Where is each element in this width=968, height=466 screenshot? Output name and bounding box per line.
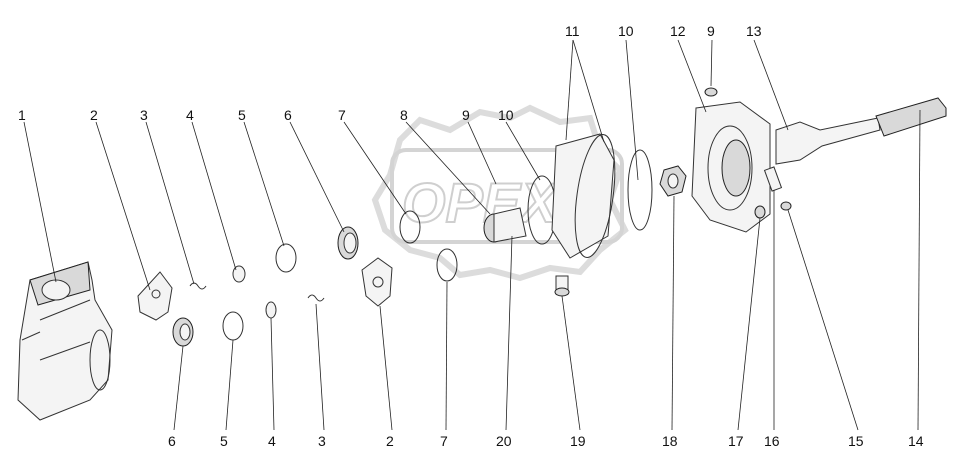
- part-1-housing: [17, 261, 113, 421]
- part-2-plate-left: [137, 271, 173, 321]
- part-13-14-lever: [775, 97, 947, 165]
- part-2-plate-bottom: [361, 257, 393, 307]
- part-6-bushing-top: [337, 226, 359, 260]
- part-12-flange: [691, 101, 771, 233]
- callout-1: 1: [18, 107, 26, 123]
- callout-5-bottom: 5: [220, 433, 228, 449]
- callout-4: 4: [186, 107, 194, 123]
- callout-2: 2: [90, 107, 98, 123]
- callout-16: 16: [764, 433, 780, 449]
- part-11-plates: [551, 133, 653, 259]
- part-4-ring-left: [232, 265, 246, 283]
- part-15-washer: [780, 201, 792, 211]
- part-16-bolt: [763, 166, 783, 192]
- callout-10-right: 10: [618, 23, 634, 39]
- callout-6: 6: [284, 107, 292, 123]
- callout-20: 20: [496, 433, 512, 449]
- part-3-spring-left: [189, 282, 207, 290]
- callout-19: 19: [570, 433, 586, 449]
- callout-9: 9: [462, 107, 470, 123]
- callout-8: 8: [400, 107, 408, 123]
- callout-10: 10: [498, 107, 514, 123]
- part-5-ring-top: [275, 243, 297, 273]
- callout-15: 15: [848, 433, 864, 449]
- callout-11: 11: [565, 23, 580, 39]
- part-9-nut-right: [704, 87, 718, 97]
- part-20-shaft-assembly: [483, 175, 557, 245]
- callout-6-bottom: 6: [168, 433, 176, 449]
- watermark-text: OPEX: [402, 171, 561, 234]
- part-7-snap-ring-bottom: [436, 248, 458, 282]
- part-7-snap-ring-top: [399, 210, 421, 244]
- callout-18: 18: [662, 433, 678, 449]
- callout-12: 12: [670, 23, 686, 39]
- part-17-nut: [754, 205, 766, 219]
- callout-3: 3: [140, 107, 148, 123]
- part-3-spring-bottom: [307, 294, 325, 302]
- part-5-ring-bottom: [222, 311, 244, 341]
- callout-4-bottom: 4: [268, 433, 276, 449]
- callout-7-bottom: 7: [440, 433, 448, 449]
- callout-13: 13: [746, 23, 762, 39]
- part-4-ring-bottom: [265, 301, 277, 319]
- callout-7: 7: [338, 107, 346, 123]
- part-6-seal-bottom: [172, 317, 194, 347]
- callouts-top: 1 2 3 4 5 6 7 8 9 10 11 10 12 9 13: [18, 23, 762, 123]
- callouts-bottom: 6 5 4 3 2 7 20 19 18 17 16 15 14: [168, 433, 924, 449]
- part-19-bolt: [554, 275, 570, 297]
- callout-17: 17: [728, 433, 744, 449]
- callout-2-bottom: 2: [386, 433, 394, 449]
- leader-lines: [23, 39, 921, 431]
- callout-5: 5: [238, 107, 246, 123]
- callout-14: 14: [908, 433, 924, 449]
- watermark-logo: OPEX: [371, 104, 629, 282]
- callout-3-bottom: 3: [318, 433, 326, 449]
- part-18-nut: [659, 165, 687, 197]
- callout-9-right: 9: [707, 23, 715, 39]
